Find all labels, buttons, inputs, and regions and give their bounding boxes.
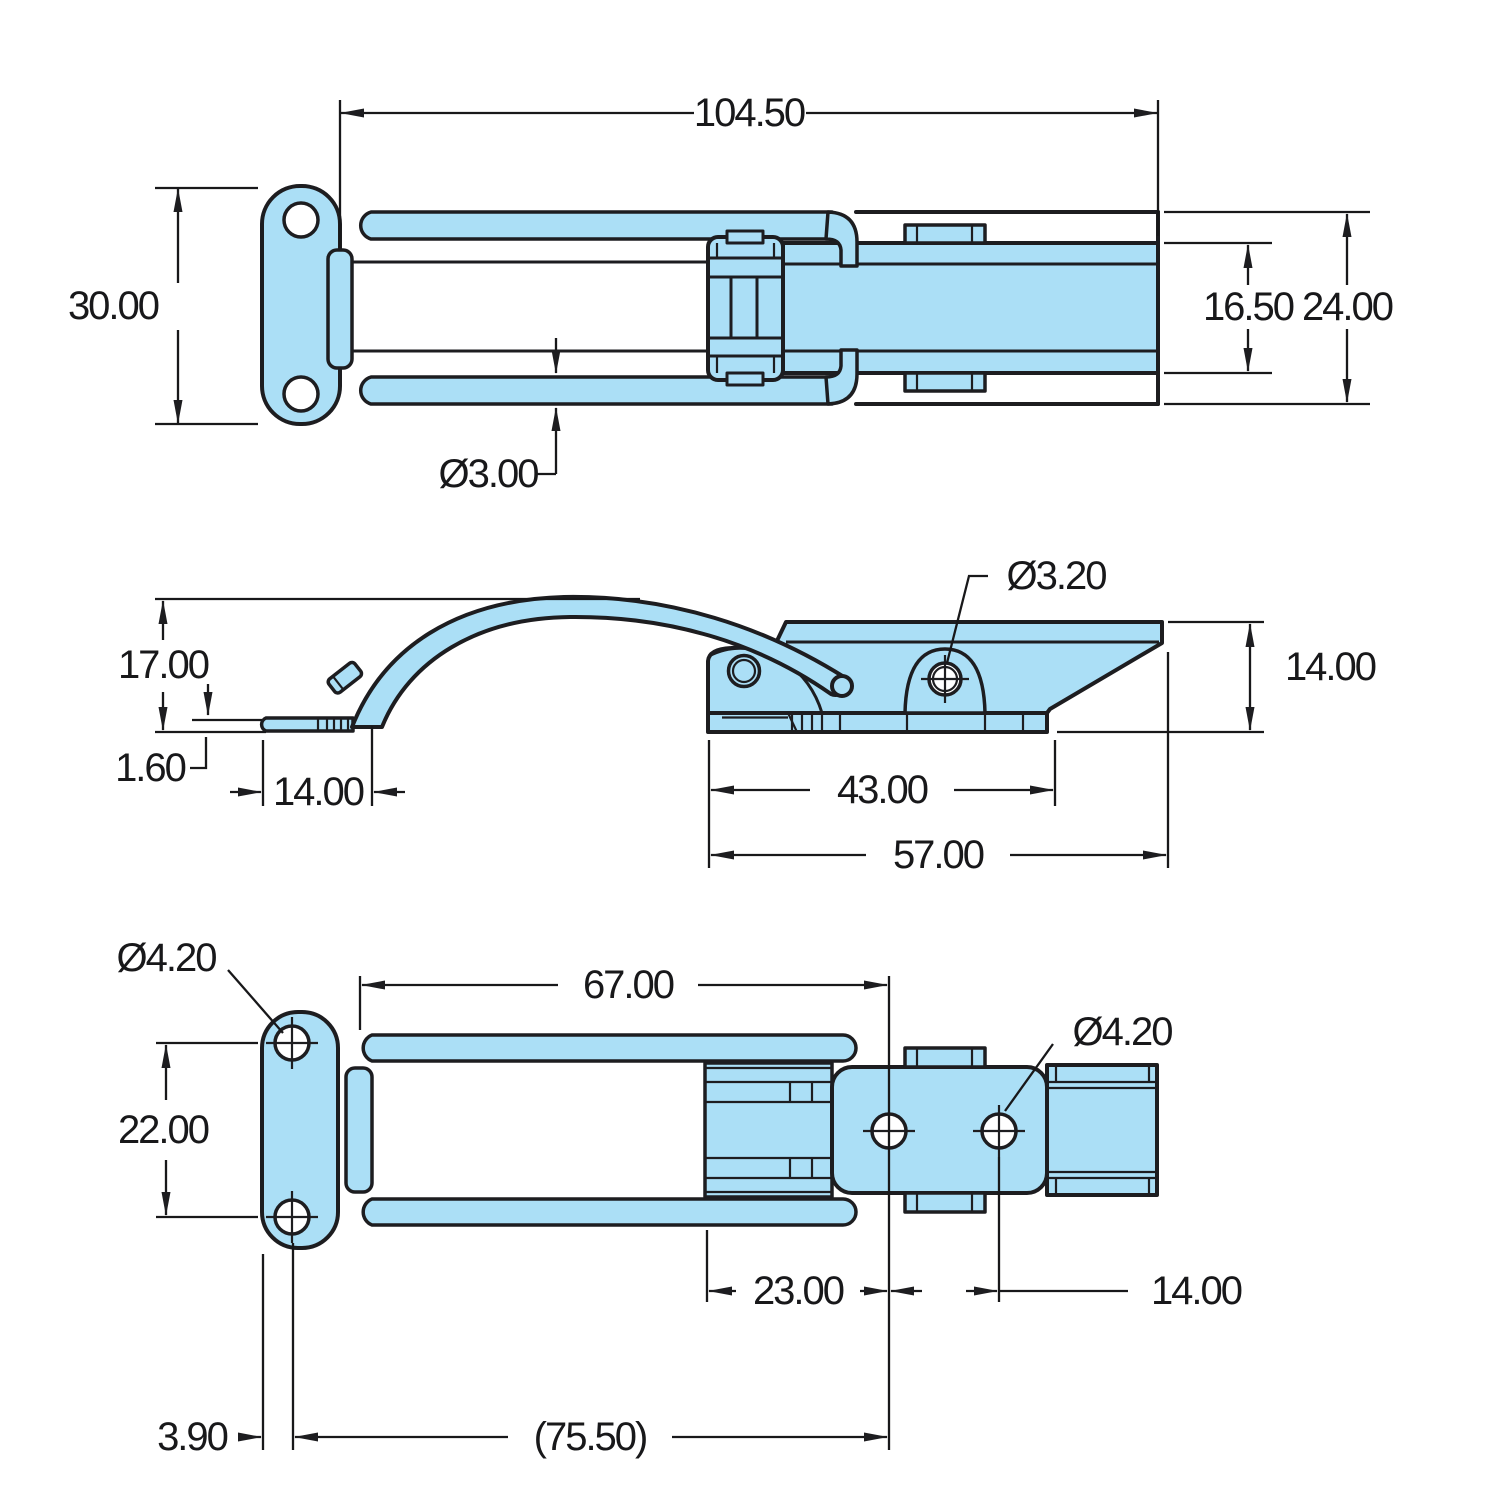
dim-wire-diameter: Ø3.00 [439, 452, 539, 496]
dim-catch-hole-diameter: Ø4.20 [1073, 1010, 1173, 1054]
bottom-bail-arm-upper [361, 1033, 858, 1063]
dim-overall-length: 104.50 [694, 91, 805, 135]
top-tab-upper [903, 223, 987, 245]
dim-bracket-edge-offset: 3.90 [157, 1415, 228, 1459]
dim-catch-plate-width: 16.50 [1203, 285, 1294, 329]
side-view: 17.00 1.60 14.00 Ø3.20 14.00 43.00 57.00 [115, 554, 1378, 877]
dim-bracket-hole-spacing: 22.00 [118, 1108, 209, 1152]
top-hinge-bracket [326, 248, 354, 370]
bottom-view: Ø4.20 67.00 22.00 Ø4.20 23.00 14.00 3.90 [117, 936, 1244, 1459]
dim-catch-height: 14.00 [1285, 645, 1376, 689]
top-view-part [260, 184, 1160, 426]
dim-reference-length: (75.50) [534, 1415, 647, 1459]
bottom-tab-upper [903, 1046, 987, 1069]
top-plate-hole-upper [282, 201, 320, 239]
bottom-catch-tongue [1045, 1063, 1159, 1197]
bottom-tab-lower [903, 1191, 987, 1214]
bottom-view-part [260, 1010, 1159, 1250]
side-bail-tip [830, 674, 854, 698]
dim-loop-length: 67.00 [583, 963, 674, 1007]
dim-rivet-hole-diameter: Ø3.20 [1007, 554, 1107, 598]
side-view-part [259, 594, 1164, 734]
dim-catch-hole-offset: 23.00 [753, 1269, 844, 1313]
side-hook-strip [259, 716, 355, 733]
dim-catch-hole-pitch: 14.00 [1151, 1269, 1242, 1313]
top-bail-arm-upper [358, 210, 834, 241]
dim-bracket-height: 30.00 [68, 284, 159, 328]
dim-catch-length: 57.00 [893, 833, 984, 877]
top-plate-hole-lower [282, 375, 320, 413]
dim-hook-length: 14.00 [273, 770, 364, 814]
dim-hook-plate-thickness: 1.60 [115, 746, 186, 790]
side-hook-tab [326, 660, 364, 695]
bottom-latch-mechanism [703, 1061, 834, 1199]
side-base-plate [706, 711, 1049, 734]
dim-bracket-hole-diameter: Ø4.20 [117, 936, 217, 980]
dim-mount-hole-spacing: 43.00 [837, 768, 928, 812]
bottom-view-dimensions: Ø4.20 67.00 22.00 Ø4.20 23.00 14.00 3.90 [117, 936, 1244, 1459]
side-view-dimensions: 17.00 1.60 14.00 Ø3.20 14.00 43.00 57.00 [115, 554, 1378, 877]
top-view-dimensions: 104.50 30.00 16.50 24.00 Ø3.00 [68, 91, 1395, 496]
dim-overall-height: 17.00 [118, 643, 209, 687]
bottom-hinge-bracket [344, 1066, 374, 1194]
top-tab-lower [903, 371, 987, 393]
top-bail-arm-lower [358, 375, 834, 406]
bottom-bail-arm-lower [361, 1197, 858, 1227]
bottom-mounting-plate [260, 1010, 340, 1250]
dim-overall-width: 24.00 [1302, 285, 1393, 329]
top-view: 104.50 30.00 16.50 24.00 Ø3.00 [68, 91, 1395, 496]
